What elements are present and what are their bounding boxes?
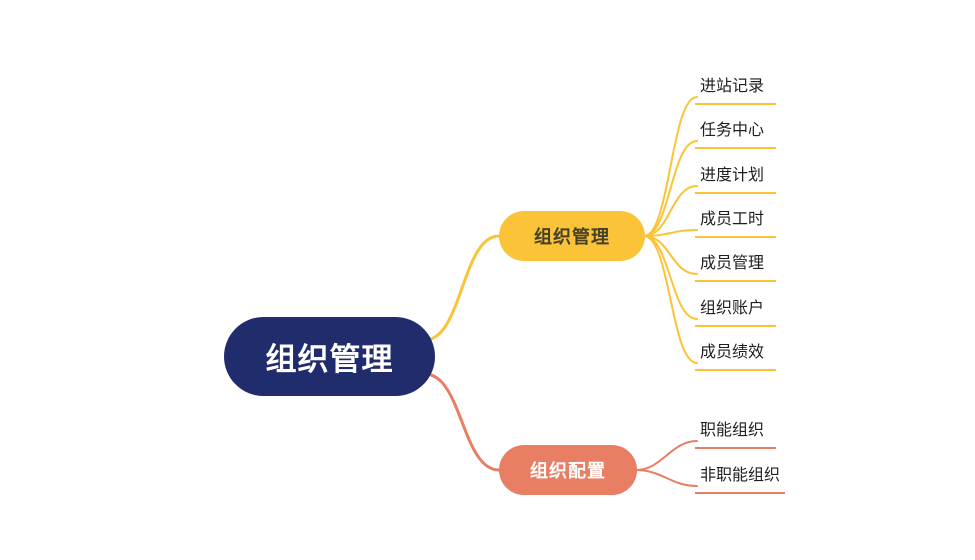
leaf-label: 职能组织	[700, 422, 765, 439]
root-node[interactable]: 组织管理	[224, 317, 435, 396]
root-node-label: 组织管理	[265, 342, 394, 377]
branch-node-label: 组织管理	[534, 227, 610, 247]
branch-node-organization-config[interactable]: 组织配置	[499, 445, 637, 495]
connector-branch-0-leaf-6	[643, 235, 698, 364]
connector-branch-0-leaf-1	[643, 140, 698, 237]
branch-node-label: 组织配置	[530, 461, 606, 481]
leaf-label: 非职能组织	[700, 467, 781, 484]
connector-branch-1-leaf-0	[635, 440, 698, 471]
connector-branch-0-leaf-3	[643, 229, 698, 237]
branch-node-organization-management[interactable]: 组织管理	[499, 211, 645, 261]
connector-branch-1-leaf-1	[635, 469, 698, 487]
connector-branch-0-leaf-5	[643, 235, 698, 320]
leaf-label: 进度计划	[700, 167, 765, 184]
leaf-node[interactable]: 组织账户	[695, 294, 776, 327]
connector-root-to-branch-0	[423, 234, 501, 342]
leaf-node[interactable]: 成员绩效	[695, 338, 776, 371]
leaf-label: 组织账户	[700, 300, 765, 317]
connector-root-to-branch-1	[423, 372, 501, 472]
leaf-label: 进站记录	[700, 78, 765, 95]
connector-branch-0-leaf-2	[643, 185, 698, 237]
leaf-node[interactable]: 进度计划	[695, 161, 776, 194]
leaf-node[interactable]: 任务中心	[695, 116, 776, 149]
leaf-label: 成员工时	[700, 211, 765, 228]
leaf-node[interactable]: 非职能组织	[695, 461, 786, 494]
connector-branch-0-leaf-4	[643, 235, 698, 275]
leaf-label: 任务中心	[700, 122, 765, 139]
connector-branch-0-leaf-0	[643, 96, 698, 237]
leaf-node[interactable]: 职能组织	[695, 416, 776, 449]
leaf-node[interactable]: 成员管理	[695, 249, 776, 282]
leaf-label: 成员管理	[700, 255, 765, 272]
leaf-node[interactable]: 进站记录	[695, 72, 776, 105]
leaf-node[interactable]: 成员工时	[695, 205, 776, 238]
leaf-label: 成员绩效	[700, 344, 765, 361]
